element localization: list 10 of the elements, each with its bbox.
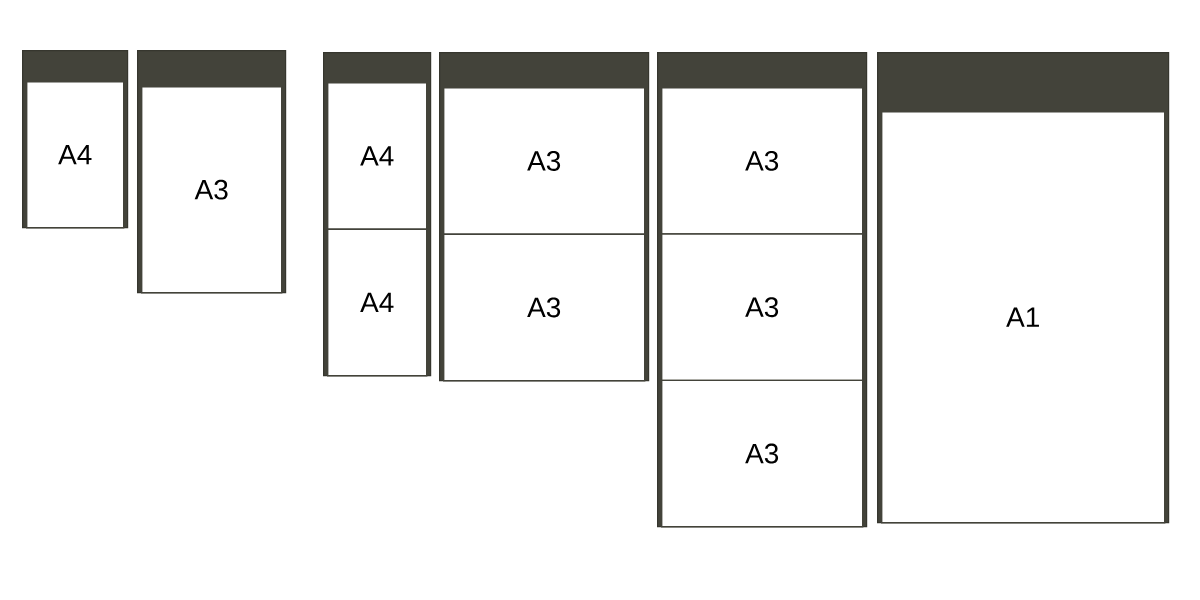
poster-panel: A3	[661, 233, 864, 382]
poster-panel: A4	[327, 228, 428, 377]
poster-panel: A3	[443, 87, 646, 235]
poster-panel: A1	[881, 111, 1166, 524]
poster-panel: A3	[443, 233, 646, 382]
poster-panel: A4	[26, 81, 125, 229]
poster-panel: A3	[661, 87, 864, 235]
poster-panel: A3	[141, 86, 283, 294]
poster-panel: A4	[327, 82, 428, 230]
poster-panel: A3	[661, 379, 864, 528]
